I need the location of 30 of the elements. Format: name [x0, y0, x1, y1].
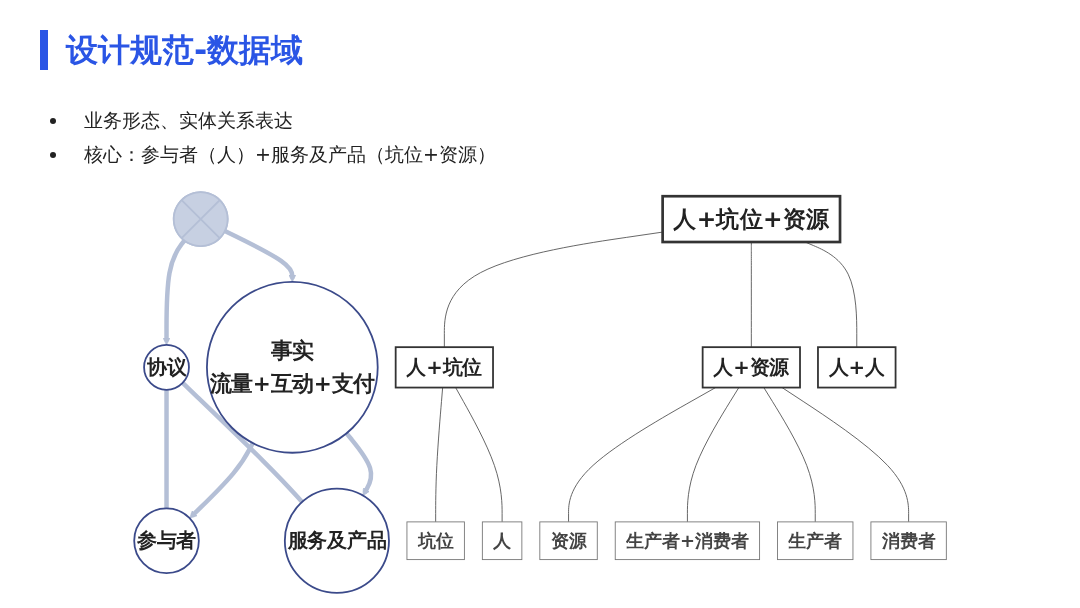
node-circle: 事实 流量+互动+支付	[205, 281, 379, 454]
slide-title: 设计规范-数据域	[40, 30, 304, 70]
node-box: 消费者	[870, 521, 947, 561]
node-box: 人+资源	[701, 346, 801, 389]
node-circle: 服务及产品	[283, 487, 390, 594]
node-box: 生产者+消费者	[614, 521, 760, 561]
arrow	[189, 442, 255, 519]
node-circle: 参与者	[133, 507, 200, 574]
connector	[781, 387, 909, 523]
arrow	[344, 431, 374, 496]
bullet-text: 核心：参与者（人）+服务及产品（坑位+资源）	[84, 142, 496, 167]
connector	[443, 231, 663, 348]
bullet-text: 业务形态、实体关系表达	[84, 108, 293, 133]
connector	[686, 387, 740, 523]
connector	[180, 381, 304, 504]
node-box: 生产者	[776, 521, 854, 561]
node-box: 人+人	[816, 346, 897, 389]
arrow	[223, 228, 296, 283]
connector	[763, 387, 816, 523]
connector	[164, 389, 169, 509]
connector	[454, 387, 503, 523]
node-circle: 协议	[142, 344, 190, 391]
arrow	[162, 239, 186, 346]
node-box: 人+坑位+资源	[661, 194, 842, 244]
connector	[567, 387, 716, 523]
node-box: 资源	[539, 521, 598, 561]
node-box: 人+坑位	[394, 346, 494, 389]
node-box: 人	[481, 521, 523, 561]
node-box: 坑位	[406, 521, 465, 561]
connector	[434, 387, 443, 523]
